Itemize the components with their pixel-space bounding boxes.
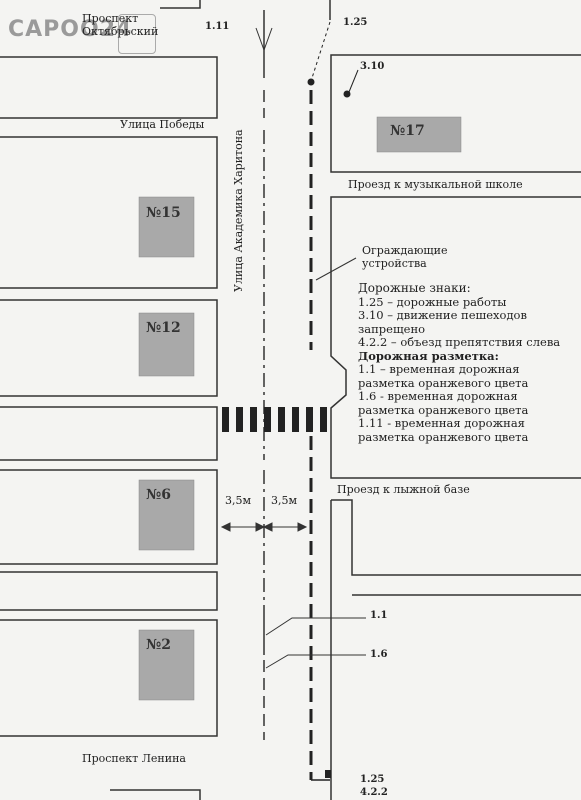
block-b6 xyxy=(0,469,218,565)
block-b15 xyxy=(0,136,218,289)
callout-1-25-bottom: 1.25 xyxy=(360,774,385,785)
legend-sign-item: 4.2.2 – объезд препятствия слева xyxy=(358,335,561,349)
mark-1-1-leader xyxy=(265,617,366,636)
callout-1-11: 1.11 xyxy=(205,21,230,32)
logo: CAPOO24 xyxy=(8,17,133,42)
callout-3-10: 3.10 xyxy=(360,61,385,72)
callout-4-2-2: 4.2.2 xyxy=(360,787,388,798)
block-ski-base xyxy=(331,499,581,576)
arrow-mid-right xyxy=(262,522,273,532)
street-pobedy: Улица Победы xyxy=(120,118,205,131)
sign-3-10-leader xyxy=(348,69,359,93)
logo-frame xyxy=(118,14,156,54)
building-2-label: №2 xyxy=(146,637,171,653)
callout-1-1: 1.1 xyxy=(370,610,388,621)
street-oktyabrsky: Проспект Октябрьский xyxy=(82,12,159,38)
street-lenina: Проспект Ленина xyxy=(82,752,186,765)
street-kharitona: Улица Академика Харитона xyxy=(232,129,245,292)
sign-1-25-top-marker xyxy=(307,78,315,86)
building-6 xyxy=(138,479,195,551)
block-b17 xyxy=(330,54,581,173)
crosswalk xyxy=(222,407,327,432)
block-b12 xyxy=(0,299,218,397)
legend-marking-title: Дорожная разметка: xyxy=(358,348,499,363)
callout-1-6: 1.6 xyxy=(370,649,388,660)
legend-marking-item: 1.6 - временная дорожная разметка оранже… xyxy=(358,389,529,417)
block-mid-left xyxy=(0,571,218,611)
building-15-label: №15 xyxy=(146,205,181,221)
callout-1-25-top: 1.25 xyxy=(343,17,368,28)
barrier-leader xyxy=(315,257,357,281)
legend-sign-item: 3.10 – движение пешеходов запрещено xyxy=(358,308,527,336)
building-2 xyxy=(138,629,195,701)
street-ski-base: Проезд к лыжной базе xyxy=(337,483,470,496)
sign-3-10-marker xyxy=(343,90,351,98)
legend-marking-item: 1.1 – временная дорожная разметка оранже… xyxy=(358,362,529,390)
legend: Дорожные знаки: 1.25 – дорожные работы 3… xyxy=(358,281,580,444)
block-bottom xyxy=(110,789,201,800)
arrow-right-end xyxy=(297,522,308,532)
dimension-right: 3,5м xyxy=(271,494,298,507)
dimension-left: 3,5м xyxy=(225,494,252,507)
legend-sign-item: 1.25 – дорожные работы xyxy=(358,294,507,309)
building-12 xyxy=(138,312,195,377)
block-top-left xyxy=(160,0,201,9)
block-right-mid xyxy=(330,196,581,479)
arrow-left-end xyxy=(220,522,231,532)
building-6-label: №6 xyxy=(146,487,171,503)
building-15 xyxy=(138,196,195,258)
callout-barriers: Ограждающие устройства xyxy=(362,244,448,270)
block-top-left-2 xyxy=(0,56,218,119)
mark-1-6-leader xyxy=(265,654,366,669)
building-12-label: №12 xyxy=(146,320,181,336)
legend-signs-title: Дорожные знаки: xyxy=(358,281,471,295)
block-cross-left xyxy=(0,406,218,461)
arrow-mid-left xyxy=(255,522,266,532)
barrier-leader-top xyxy=(311,21,331,79)
legend-marking-item: 1.11 - временная дорожная разметка оранж… xyxy=(358,416,529,444)
building-17-label: №17 xyxy=(390,123,425,139)
sign-bottom-marker xyxy=(325,770,331,778)
block-b2 xyxy=(0,619,218,737)
street-music-school: Проезд к музыкальной школе xyxy=(348,178,523,191)
building-17 xyxy=(376,116,462,153)
